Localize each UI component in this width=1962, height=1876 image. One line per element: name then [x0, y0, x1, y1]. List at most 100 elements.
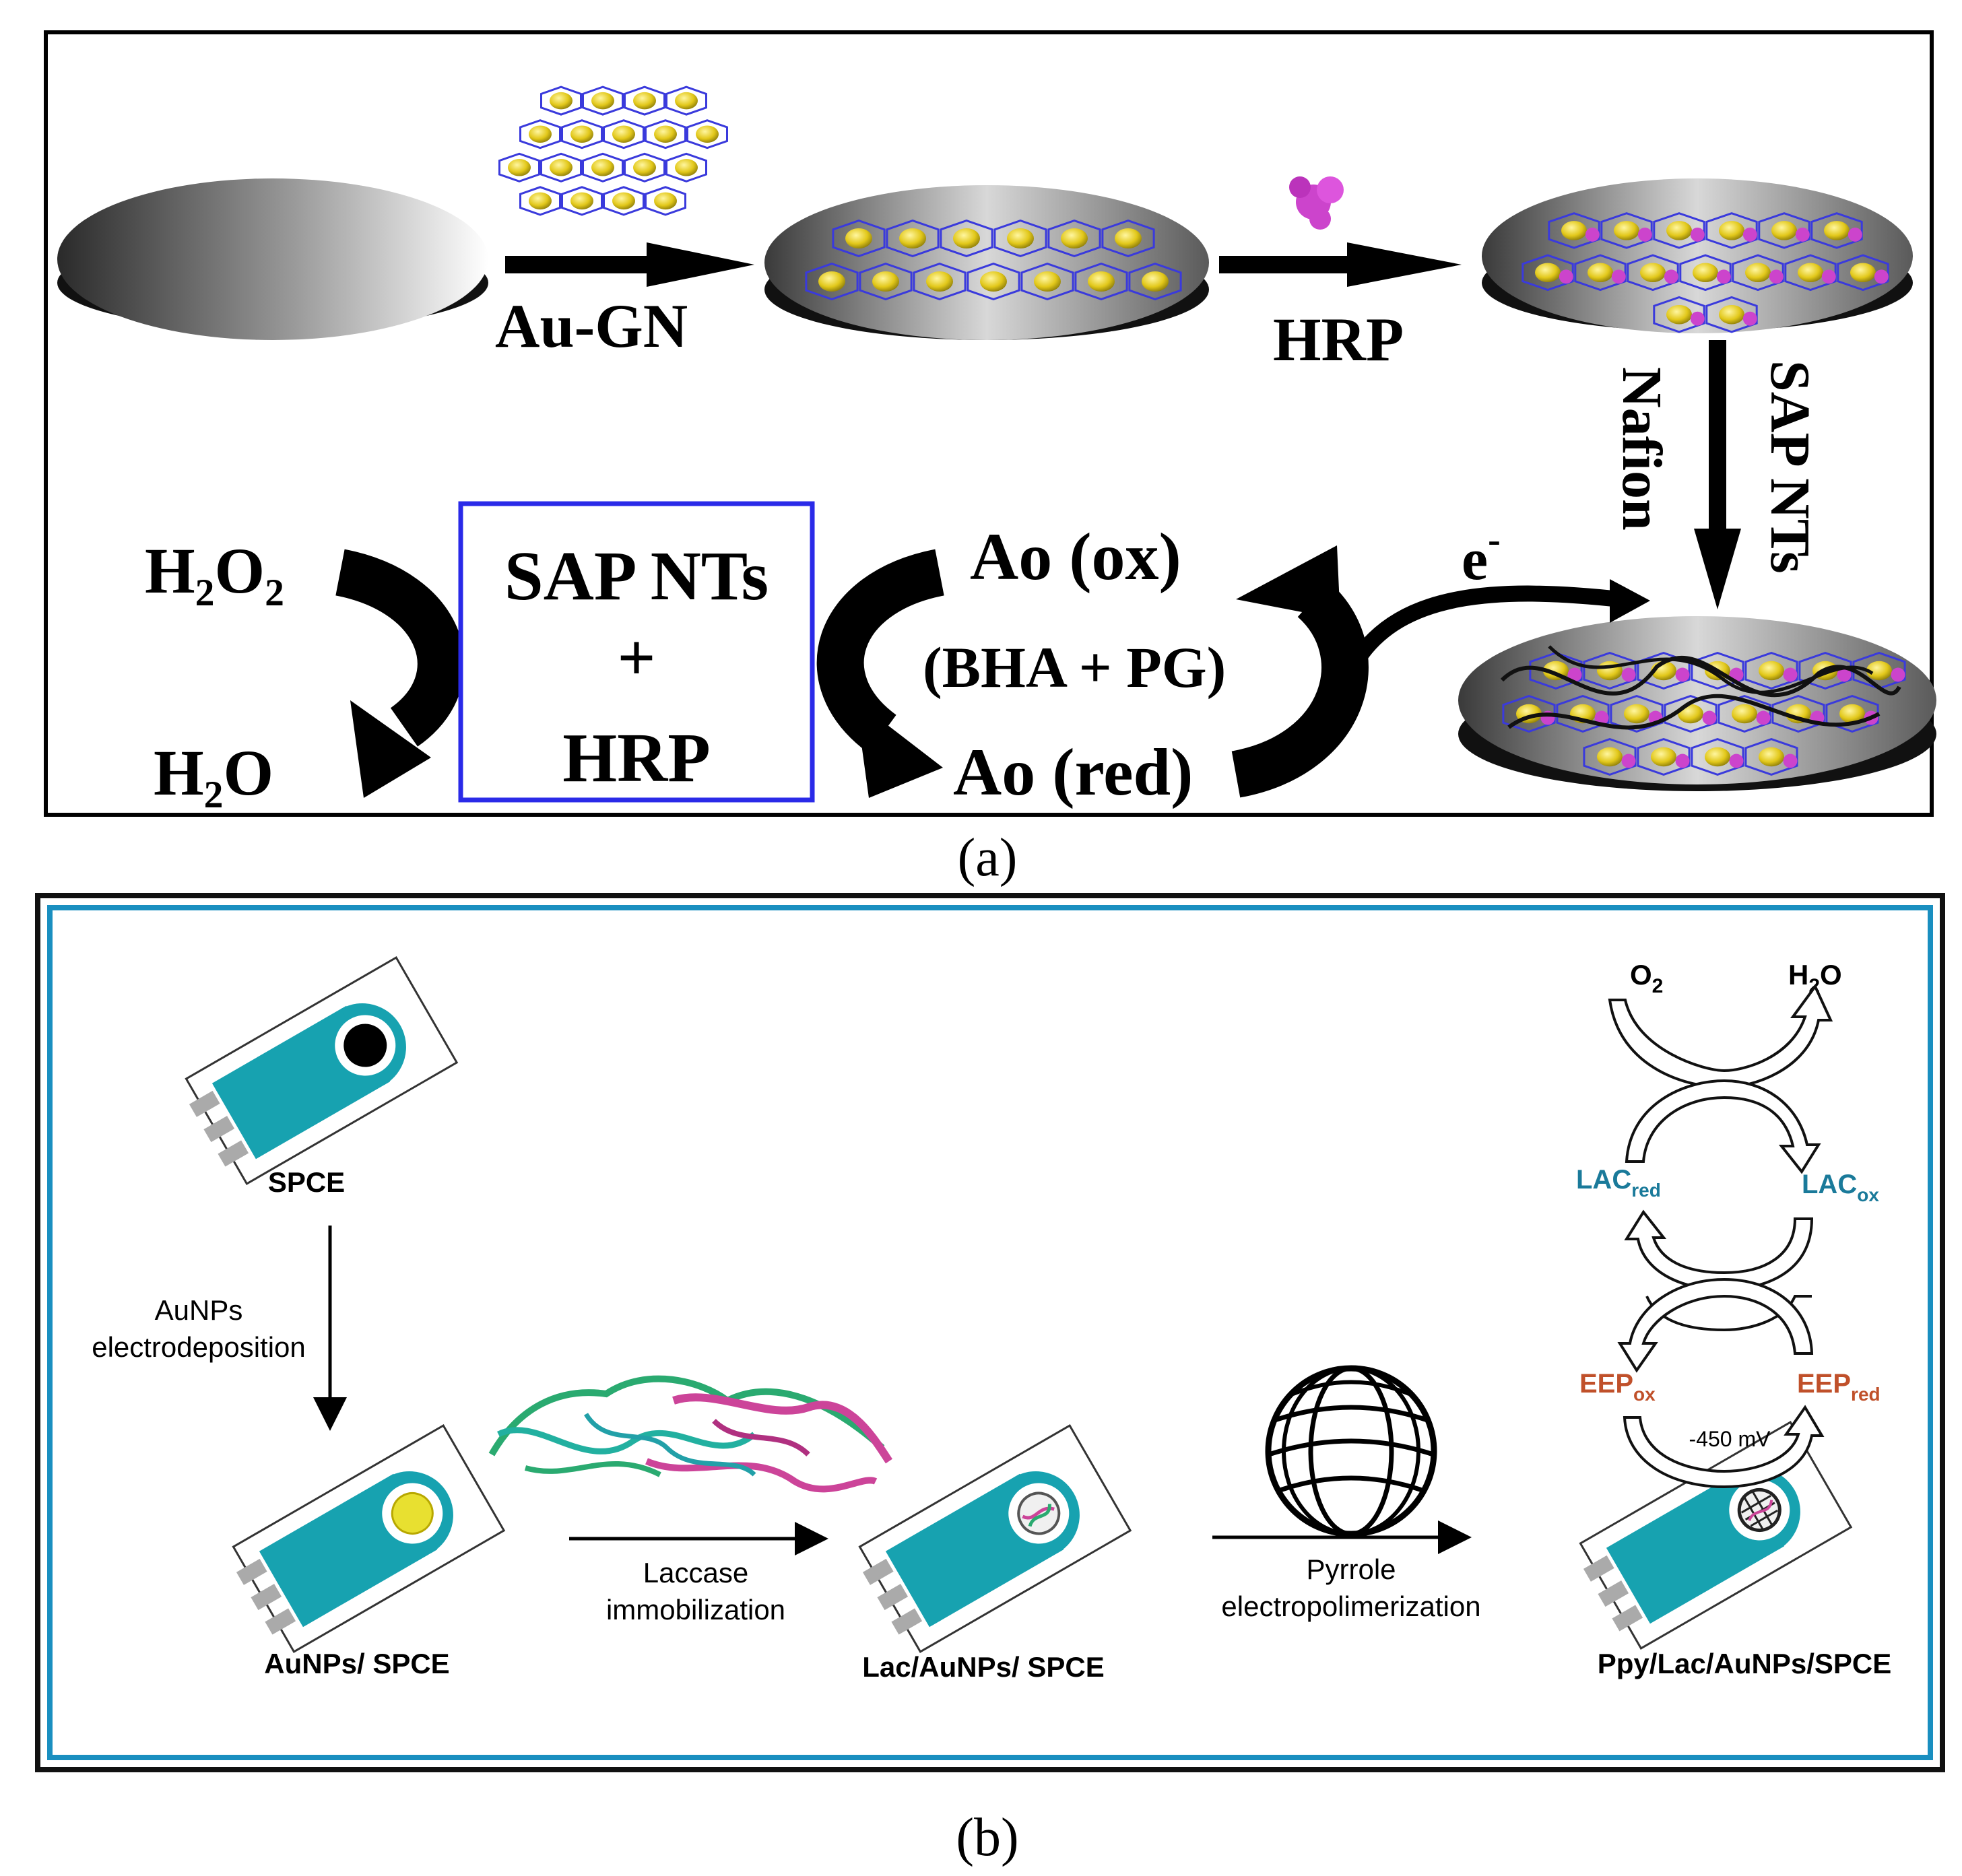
hrp-molecule [1795, 227, 1810, 242]
graphene-hexagon [1610, 695, 1664, 733]
polypyrrole-sphere-icon [1265, 1365, 1437, 1537]
hrp-molecule [1675, 667, 1690, 682]
graphene-hexagon [1502, 695, 1556, 733]
gold-nanoparticle [529, 192, 552, 210]
label-h2o-product: H2O [1788, 959, 1842, 997]
hrp-molecule [1690, 227, 1705, 242]
graphene-hexagon [624, 86, 665, 116]
hrp-molecule [1594, 710, 1609, 725]
gold-nanoparticle [675, 159, 698, 176]
label-pyrrole-step-1: Pyrrole [1306, 1553, 1396, 1585]
gold-nanoparticle [654, 192, 677, 210]
gold-nanoparticle [1561, 221, 1587, 240]
gold-nanoparticle [1866, 661, 1892, 681]
graphene-hexagon [1825, 695, 1879, 733]
gold-nanoparticle [633, 92, 656, 110]
graphene-hexagon [1718, 695, 1771, 733]
gold-nanoparticle [1745, 263, 1771, 283]
graphene-hexagon [1798, 652, 1852, 690]
label-ppy-lac-aunps-spce: Ppy/Lac/AuNPs/SPCE [1598, 1648, 1891, 1679]
graphene-hexagon [582, 86, 624, 116]
graphene-hexagon [561, 186, 603, 216]
graphene-hexagon [1047, 220, 1101, 257]
graphene-hexagon [1583, 738, 1637, 776]
hrp-molecule [1742, 227, 1757, 242]
label-au-gn: Au-GN [495, 292, 688, 360]
hrp-molecule [1891, 667, 1905, 682]
graphene-hexagon [859, 263, 913, 300]
graphene-hexagon [624, 152, 665, 182]
graphene-hexagon [1758, 212, 1810, 249]
graphene-hexagon [1548, 212, 1600, 249]
bare-electrode-disc [57, 178, 488, 340]
graphene-hexagon [832, 220, 886, 257]
gold-nanoparticle [550, 92, 573, 110]
graphene-hexagon [1522, 254, 1574, 292]
gold-nanoparticle [1614, 221, 1639, 240]
label-eep-ox: EEPox [1579, 1369, 1656, 1405]
gold-nanoparticle [1839, 704, 1865, 724]
gold-nanoparticle [1759, 661, 1784, 681]
graphene-hexagon [603, 186, 645, 216]
curved-arrow-ao-ox-to-red [816, 549, 945, 798]
sap-nts-hrp-box [458, 501, 815, 803]
graphene-hexagon [603, 119, 645, 149]
hrp-molecule [1611, 269, 1626, 284]
hrp-molecule [1783, 753, 1798, 768]
label-eep-red: EEPred [1797, 1369, 1881, 1405]
gold-nanoparticle [1824, 221, 1850, 240]
arrow-nafion-sap [1694, 340, 1741, 609]
label-lac-ox: LACox [1802, 1170, 1879, 1205]
graphene-hexagon [1637, 738, 1691, 776]
hrp-molecule [1559, 269, 1573, 284]
label-pyrrole-step-2: electropolimerization [1221, 1590, 1480, 1622]
gold-nanoparticle [1771, 221, 1797, 240]
gold-nanoparticle [1061, 228, 1088, 248]
hrp-molecule [1567, 667, 1582, 682]
graphene-hexagon [805, 263, 859, 300]
label-electron: e- [1462, 519, 1501, 593]
gold-nanoparticle [1693, 263, 1718, 283]
caption-a: (a) [958, 828, 1018, 887]
graphene-hexagon [1627, 254, 1679, 292]
graphene-hexagon [519, 186, 561, 216]
gold-nanoparticle [1759, 747, 1784, 767]
graphene-hexagon [1556, 695, 1610, 733]
graphene-hexagon [1679, 254, 1732, 292]
spce-electrode [185, 956, 459, 1185]
electron-transfer-arrow [1350, 585, 1621, 665]
gold-nanoparticle [1705, 747, 1730, 767]
label-h2o: H₂O [154, 737, 273, 809]
gold-nanoparticle [1115, 228, 1142, 248]
hrp-molecule [1716, 269, 1731, 284]
box-line-plus: + [618, 620, 656, 695]
gold-nanoparticle [1624, 704, 1649, 724]
gold-nanoparticle [1732, 704, 1757, 724]
graphene-hexagon [1691, 738, 1744, 776]
graphene-hexagon [1529, 652, 1583, 690]
label-h2o2: H₂O₂ [145, 535, 284, 607]
hrp-molecule [1769, 269, 1784, 284]
label-nafion: Nafion [1610, 367, 1673, 531]
hrp-molecule [1675, 753, 1690, 768]
graphene-hexagon [686, 119, 728, 149]
box-line-hrp: HRP [562, 719, 711, 797]
label-aunps-step-2: electrodeposition [92, 1331, 306, 1363]
label-aunps-spce: AuNPs/ SPCE [264, 1648, 449, 1679]
graphene-hexagon [540, 152, 582, 182]
graphene-hexagon [1784, 254, 1837, 292]
hrp-molecule [1621, 753, 1636, 768]
gold-nanoparticle [1798, 263, 1823, 283]
graphene-hexagon [519, 119, 561, 149]
gold-nanoparticle [980, 271, 1007, 292]
gold-nanoparticle [591, 92, 614, 110]
graphene-hexagon [886, 220, 940, 257]
gold-nanoparticle [1007, 228, 1034, 248]
gold-nanoparticle [1850, 263, 1876, 283]
final-electrode-disc [1458, 616, 1936, 791]
hrp-molecule [1637, 227, 1652, 242]
caption-b: (b) [956, 1808, 1018, 1867]
lac-aunps-spce-electrode [858, 1424, 1132, 1653]
graphene-hexagon [993, 220, 1047, 257]
hrp-molecule-icon [1289, 176, 1344, 230]
